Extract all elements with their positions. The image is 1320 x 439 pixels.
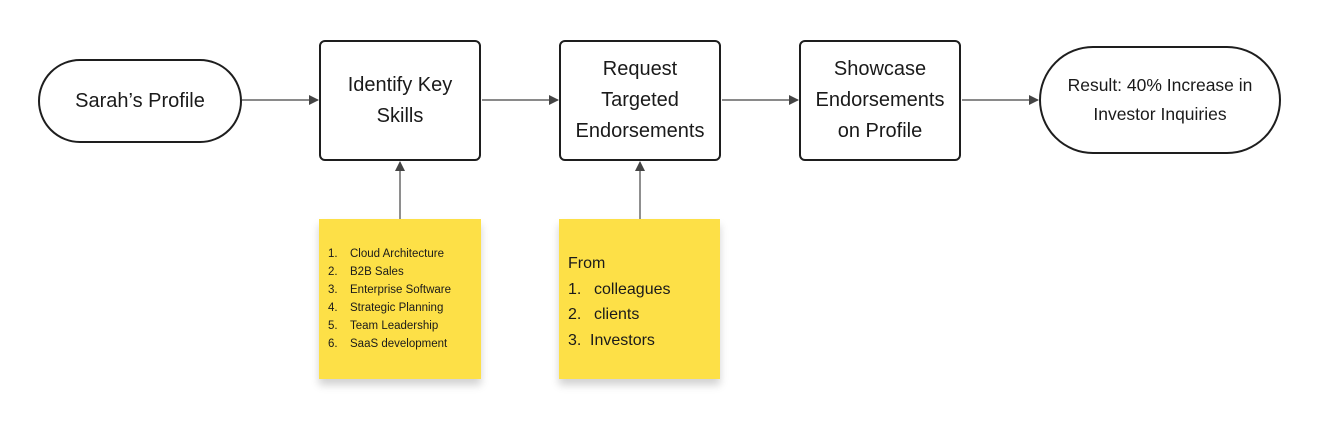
source-list-item: 2.clients xyxy=(568,306,640,323)
node-showcase-line-1: Showcase xyxy=(833,58,927,80)
skill-list-item: 4.Strategic Planning xyxy=(328,302,444,314)
skill-list-item: 2.B2B Sales xyxy=(328,266,404,278)
node-result-line-2: Investor Inquiries xyxy=(1093,104,1227,124)
node-identify-line-1: Identify Key xyxy=(347,73,453,96)
node-request-line-1: Request xyxy=(602,58,678,80)
sticky-note-endorsement-sources[interactable]: From 1.colleagues 2.clients 3.Investors xyxy=(559,219,720,379)
node-identify-line-2: Skills xyxy=(376,104,424,127)
skill-list-item: 3.Enterprise Software xyxy=(328,284,451,296)
skill-list-item: 5.Team Leadership xyxy=(328,320,439,332)
node-request-line-3: Endorsements xyxy=(575,120,705,142)
node-request-targeted-endorsements[interactable]: Request Targeted Endorsements xyxy=(559,40,721,161)
skill-list-item: 6.SaaS development xyxy=(328,338,448,350)
skill-list-item: 1.Cloud Architecture xyxy=(328,248,444,260)
sticky-note-skills[interactable]: 1.Cloud Architecture 2.B2B Sales 3.Enter… xyxy=(319,219,481,379)
node-showcase-endorsements[interactable]: Showcase Endorsements on Profile xyxy=(799,40,961,161)
node-showcase-line-3: on Profile xyxy=(837,120,923,142)
node-sarahs-profile[interactable]: Sarah’s Profile xyxy=(38,59,242,143)
node-request-line-2: Targeted xyxy=(601,89,679,111)
node-result[interactable]: Result: 40% Increase in Investor Inquiri… xyxy=(1039,46,1281,154)
node-sarahs-profile-label: Sarah’s Profile xyxy=(75,89,205,112)
node-identify-key-skills[interactable]: Identify Key Skills xyxy=(319,40,481,161)
source-list-item: 1.colleagues xyxy=(568,280,671,298)
source-list-item: 3.Investors xyxy=(568,331,655,349)
node-showcase-line-2: Endorsements xyxy=(815,89,945,111)
node-result-line-1: Result: 40% Increase in xyxy=(1067,75,1253,95)
sources-heading: From xyxy=(568,255,606,272)
